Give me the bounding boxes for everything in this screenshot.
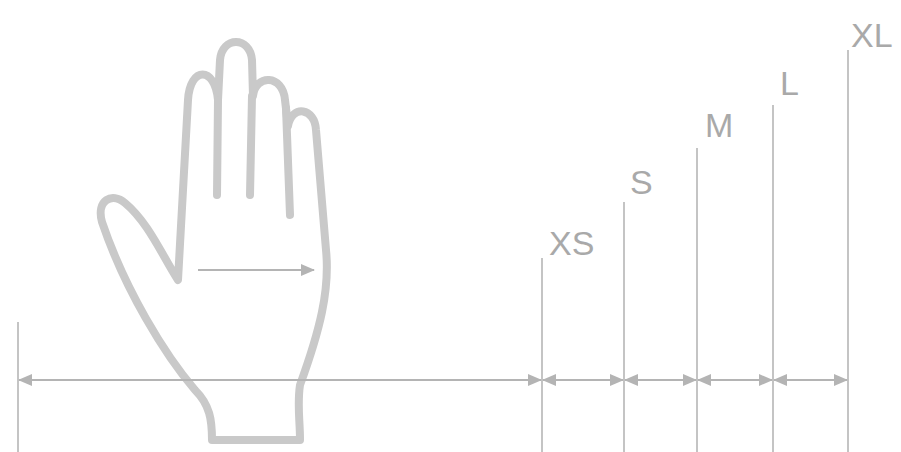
size-ticks [18,50,848,452]
size-label: M [705,108,733,142]
size-label: S [630,165,653,199]
dimension-lines [19,379,847,381]
size-label: L [780,66,799,100]
palm-arrow [198,269,314,271]
size-label: XL [851,18,893,52]
size-label: XS [549,226,594,260]
